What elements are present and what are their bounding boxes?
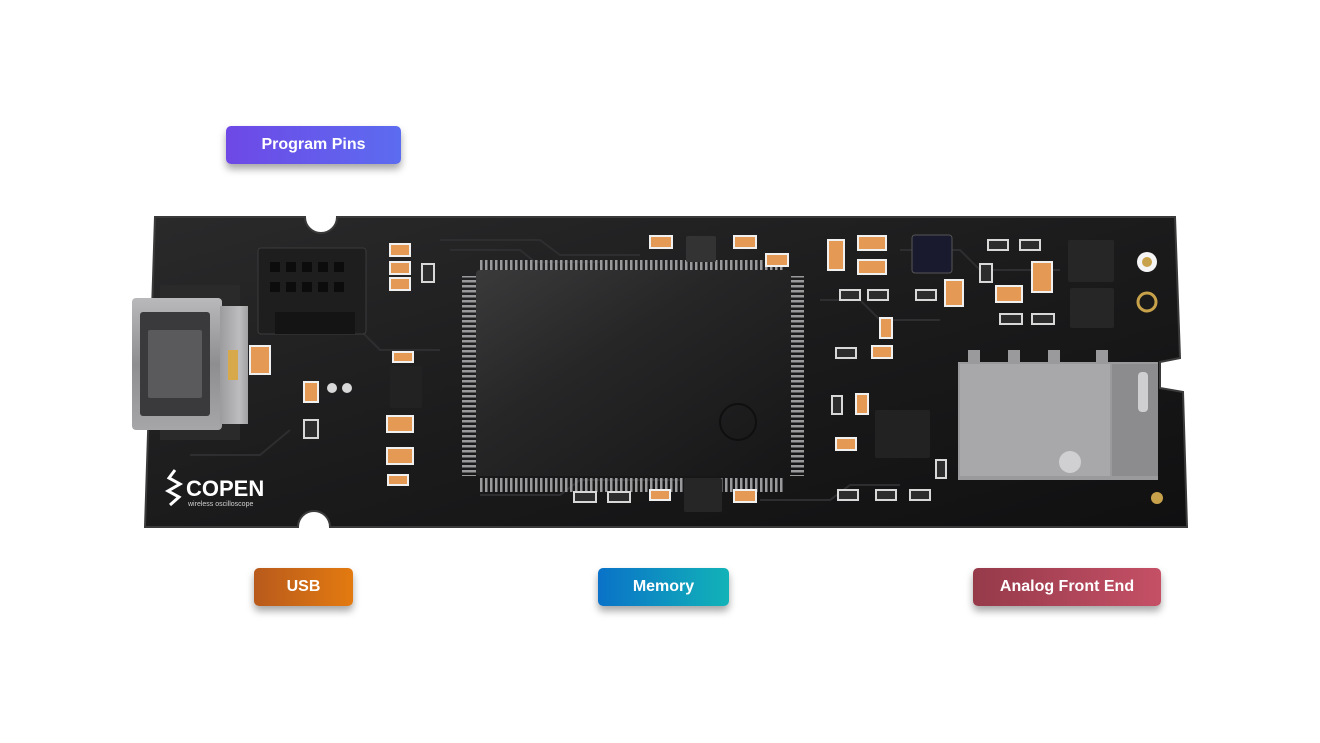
usb-label[interactable]: USB [254,568,353,606]
memory-label[interactable]: Memory [598,568,729,606]
logo-text: COPEN [186,476,264,501]
analog-front-end-label[interactable]: Analog Front End [973,568,1161,606]
analog-front-end-label-text: Analog Front End [999,578,1135,595]
program-pins-label-text: Program Pins [261,136,366,153]
memory-label-text: Memory [632,578,695,595]
logo-subtext: wireless oscilloscope [187,501,253,508]
usb-label-text: USB [286,578,321,595]
program-pins-label[interactable]: Program Pins [226,126,401,164]
